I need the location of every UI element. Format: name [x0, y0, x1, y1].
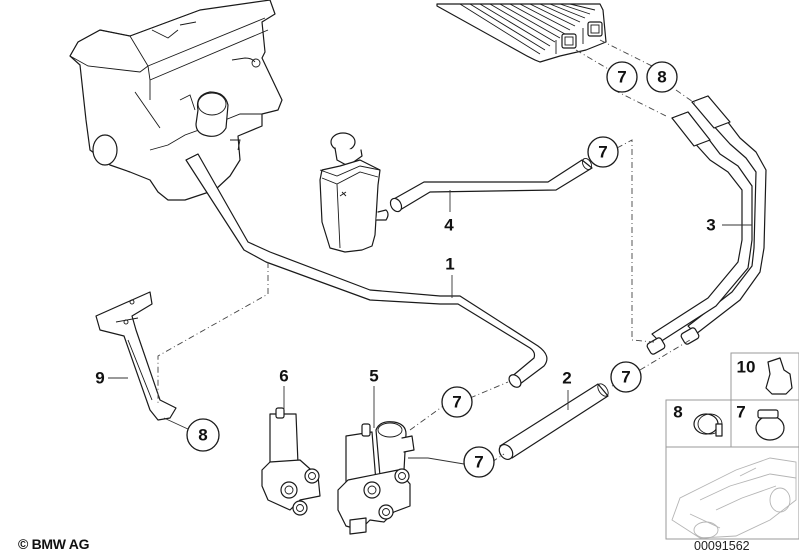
inset-boxes	[665, 352, 799, 540]
engine-block	[69, 0, 283, 201]
callout-10[interactable]: 8	[186, 418, 220, 452]
callout-7b[interactable]: 7	[610, 361, 642, 393]
car-silhouette	[671, 457, 797, 539]
double-pipe-3	[646, 95, 767, 355]
clip-10-icon	[765, 357, 793, 395]
callout-2[interactable]: 2	[562, 369, 571, 388]
inset-label-10: 10	[737, 358, 756, 377]
callout-7c-label: 7	[452, 393, 461, 412]
callout-6[interactable]: 6	[279, 367, 288, 386]
callout-1[interactable]: 1	[445, 255, 454, 274]
callout-8a[interactable]: 7	[606, 61, 638, 93]
diagram-code: 00091562	[694, 539, 750, 553]
callout-8a-label: 7	[617, 68, 626, 87]
callout-5[interactable]: 5	[369, 367, 378, 386]
hose-1	[185, 153, 548, 388]
callout-10-label: 8	[198, 426, 207, 445]
clamp-7-icon	[755, 409, 785, 441]
callout-8b-label: 8	[657, 68, 666, 87]
heater-core	[436, 3, 607, 63]
inset-label-8: 8	[673, 403, 682, 422]
double-valve-5	[337, 421, 415, 535]
clamp-8-icon	[693, 413, 723, 437]
copyright-notice: © BMW AG	[18, 536, 90, 552]
inset-label-7: 7	[736, 403, 745, 422]
bracket-9	[95, 291, 177, 421]
callout-7a[interactable]: 7	[587, 136, 619, 168]
callout-7a-label: 7	[598, 143, 607, 162]
callout-9[interactable]: 9	[95, 369, 104, 388]
callout-7d[interactable]: 7	[463, 446, 495, 478]
callout-7d-label: 7	[474, 453, 483, 472]
callout-7b-label: 7	[621, 368, 630, 387]
callout-3[interactable]: 3	[706, 216, 715, 235]
hose-4	[389, 157, 593, 213]
callout-8b[interactable]: 8	[646, 61, 678, 93]
callout-7c[interactable]: 7	[441, 386, 473, 418]
aux-water-pump-6	[261, 407, 321, 516]
expansion-tank	[319, 132, 389, 253]
hose-2	[498, 383, 609, 461]
callout-4[interactable]: 4	[444, 216, 454, 235]
